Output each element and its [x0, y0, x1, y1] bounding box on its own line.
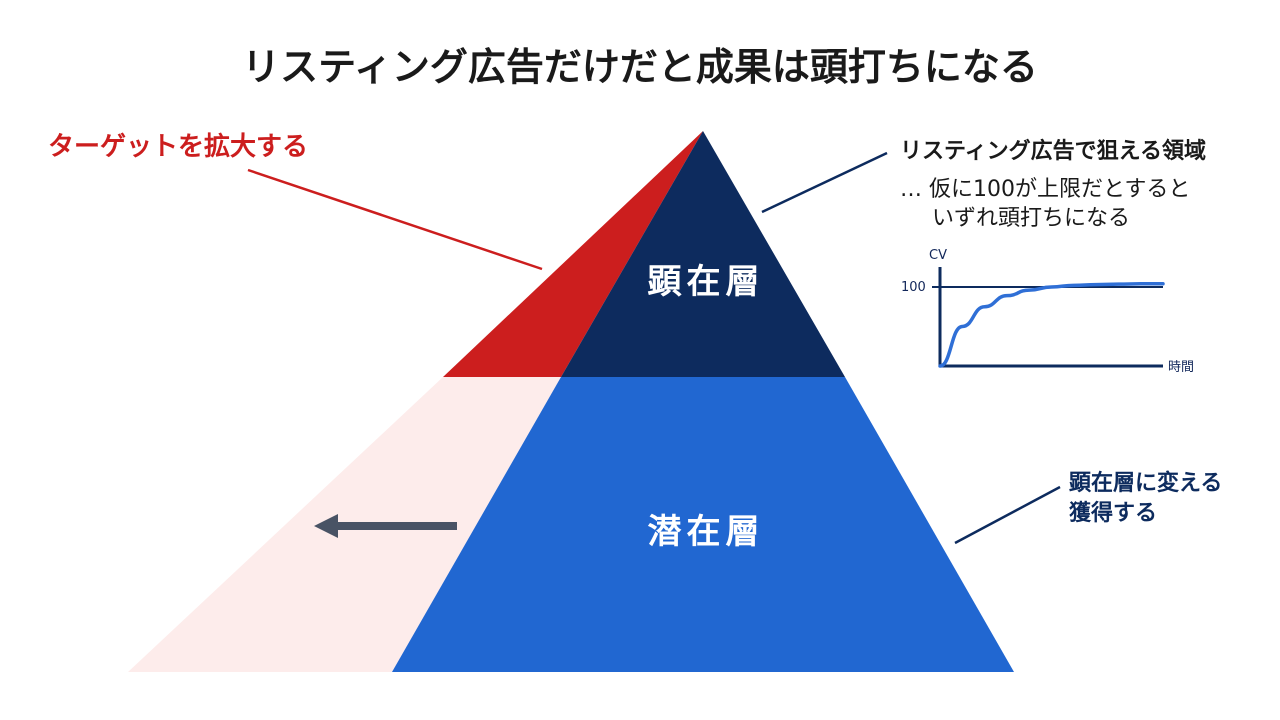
listing-area-note-line2: いずれ頭打ちになる	[932, 206, 1130, 231]
chart-limit-tick-label: 100	[901, 280, 926, 295]
chart-x-axis-label: 時間	[1168, 360, 1194, 375]
expand-arrow-icon	[314, 514, 457, 538]
chart-cv-curve	[938, 282, 1165, 368]
expand-target-label: ターゲットを拡大する	[48, 132, 308, 162]
manifest-layer	[561, 131, 845, 377]
pyramid	[128, 131, 1014, 672]
chart-y-axis-label: CV	[929, 248, 947, 263]
latent-layer	[392, 377, 1014, 672]
convert-leader-line	[954, 485, 1061, 545]
manifest-layer-label: 顕在層	[648, 262, 765, 302]
cv-saturation-chart: CV 100 時間	[901, 248, 1194, 375]
listing-area-leader-line	[761, 151, 888, 214]
page-title: リスティング広告だけだと成果は頭打ちになる	[242, 45, 1038, 89]
expand-target-leader-line	[247, 168, 543, 271]
latent-layer-label: 潜在層	[648, 512, 765, 552]
expanded-target-area	[443, 131, 703, 377]
convert-to-manifest-line2: 獲得する	[1069, 500, 1157, 526]
listing-area-heading: リスティング広告で狙える領域	[900, 138, 1206, 164]
listing-area-note-line1: … 仮に100が上限だとすると	[900, 177, 1190, 202]
convert-to-manifest-line1: 顕在層に変える	[1069, 470, 1222, 496]
